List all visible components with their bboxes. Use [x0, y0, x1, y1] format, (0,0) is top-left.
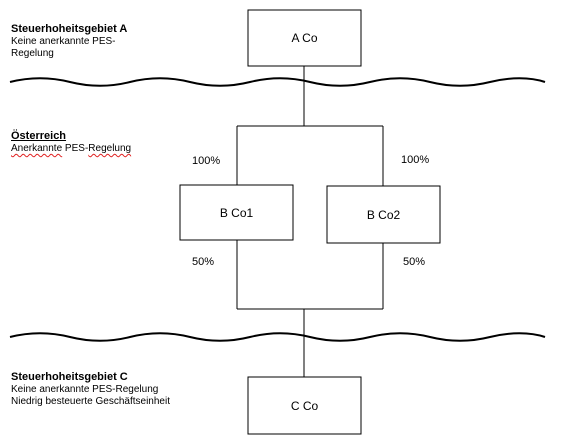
pct-bco1-to-c: 50% — [192, 256, 215, 268]
pct-bco2-to-c: 50% — [403, 256, 426, 268]
entity-b-co2: B Co2 — [326, 185, 441, 244]
entity-c-co-label: C Co — [291, 399, 319, 413]
pct-a-to-bco1: 100% — [192, 155, 221, 167]
jurisdiction-austria: Österreich Anerkannte PES-Regelung — [11, 129, 131, 155]
austria-word-regelung: Regelung — [88, 143, 132, 154]
jurisdiction-c-title: Steuerhoheitsgebiet C — [11, 371, 128, 383]
jurisdiction-austria-line1: Anerkannte PES-Regelung — [11, 143, 131, 155]
jurisdiction-a: Steuerhoheitsgebiet A Keine anerkannte P… — [11, 22, 127, 60]
pct-a-to-bco2: 100% — [401, 154, 430, 166]
jurisdiction-austria-title: Österreich — [11, 130, 67, 142]
entity-c-co: C Co — [247, 376, 362, 435]
entity-b-co1-label: B Co1 — [220, 206, 254, 220]
jurisdiction-c-line2: Niedrig besteuerte Geschäftseinheit — [11, 396, 170, 407]
border-wave-bottom — [9, 332, 546, 342]
jurisdiction-c-line1: Keine anerkannte PES-Regelung — [11, 384, 159, 395]
jurisdiction-a-line1: Keine anerkannte PES- — [11, 36, 116, 47]
jurisdiction-c: Steuerhoheitsgebiet C Keine anerkannte P… — [11, 370, 170, 408]
entity-b-co2-label: B Co2 — [367, 208, 401, 222]
entity-a-co-label: A Co — [291, 31, 317, 45]
entity-b-co1: B Co1 — [179, 184, 294, 241]
border-wave-top — [9, 77, 546, 87]
jurisdiction-a-line2: Regelung — [11, 48, 54, 59]
austria-word-pes: PES- — [62, 143, 89, 154]
entity-a-co: A Co — [247, 9, 362, 67]
jurisdiction-a-title: Steuerhoheitsgebiet A — [11, 23, 128, 35]
austria-word-anerkannte: Anerkannte — [11, 143, 63, 154]
